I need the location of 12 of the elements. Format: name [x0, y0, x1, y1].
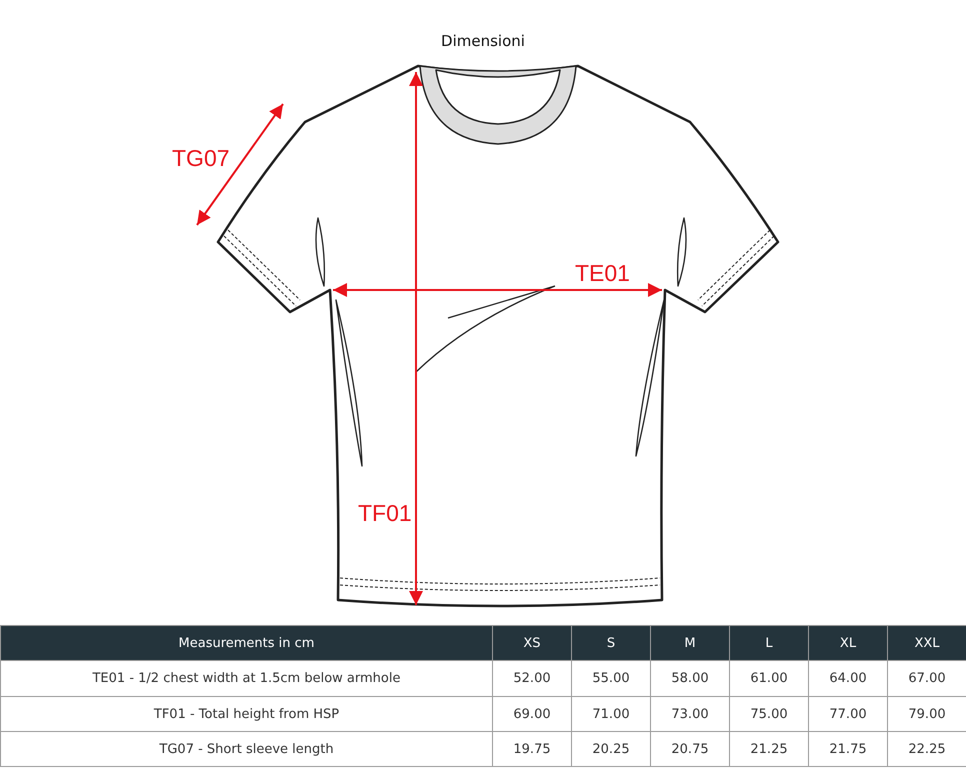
diagram-title: Dimensioni [440, 32, 526, 50]
dimension-label: TG07 [172, 145, 230, 172]
dimension-label: TF01 [358, 500, 412, 527]
table-header-cell: L [729, 625, 809, 661]
table-header-cell: XL [808, 625, 888, 661]
table-header-cell: XS [492, 625, 572, 661]
dimension-label: TE01 [575, 260, 630, 287]
table-header-cell: Measurements in cm [0, 625, 493, 661]
table-header-cell: S [571, 625, 651, 661]
table-header-cell: XXL [887, 625, 966, 661]
table-header-cell: M [650, 625, 730, 661]
table-cell: TG07 - Short sleeve length [0, 731, 493, 767]
